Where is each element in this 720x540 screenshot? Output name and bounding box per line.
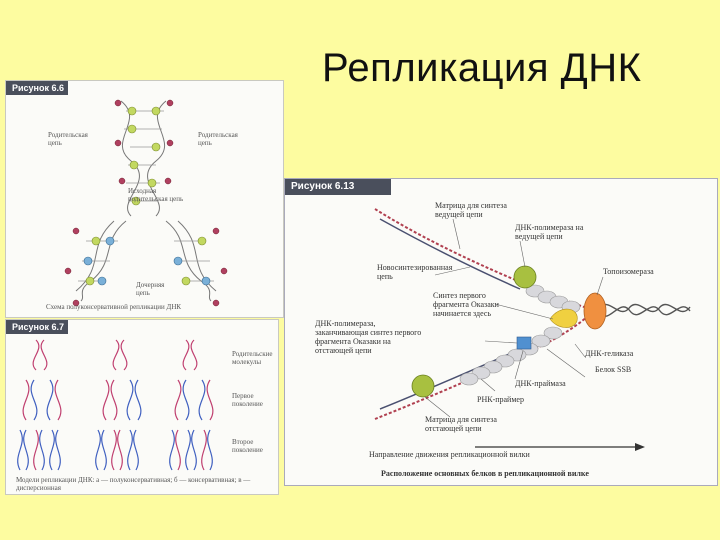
figure-replication-fork-proteins: Рисунок 6.13 bbox=[284, 178, 718, 486]
replication-fork-diagram bbox=[64, 99, 228, 307]
figure-header: Рисунок 6.7 bbox=[6, 320, 68, 334]
label-leading-template: Матрица для синтеза ведущей цепи bbox=[435, 201, 507, 219]
replication-fork-diagram bbox=[374, 208, 691, 451]
label-second-generation: Второе поколение bbox=[232, 438, 263, 454]
label-primase: ДНК-праймаза bbox=[515, 379, 566, 388]
label-new-strand: Новосинтезированная цепь bbox=[377, 263, 453, 281]
label-parent-strand-right: Родительская цепь bbox=[198, 131, 238, 147]
label-rna-primer: РНК-праймер bbox=[477, 395, 524, 404]
figure-caption: Модели репликации ДНК: а — полуконсерват… bbox=[16, 476, 251, 492]
label-first-generation: Первое поколение bbox=[232, 392, 263, 408]
figure-replication-models: Рисунок 6.7 Родительские молекулы Первое… bbox=[5, 319, 279, 495]
label-daughter-strand: Дочерняя цепь bbox=[136, 281, 165, 297]
label-helicase: ДНК-геликаза bbox=[585, 349, 634, 358]
label-okazaki-start: Синтез первого фрагмента Оказаки начинае… bbox=[433, 291, 499, 318]
figure-header: Рисунок 6.6 bbox=[6, 81, 68, 95]
label-original-parent-strand: Исходная родительская цепь bbox=[128, 187, 184, 203]
slide-title: Репликация ДНК bbox=[322, 46, 642, 90]
label-parent-strand-left: Родительская цепь bbox=[48, 131, 88, 147]
replication-models-diagram bbox=[17, 339, 214, 471]
figure-caption: Расположение основных белков в репликаци… bbox=[381, 469, 589, 478]
label-leading-polymerase: ДНК-полимераза на ведущей цепи bbox=[515, 223, 584, 241]
label-lagging-polymerase: ДНК-полимераза, заканчивающая синтез пер… bbox=[315, 319, 422, 355]
label-parent-molecules: Родительские молекулы bbox=[232, 350, 273, 366]
label-fork-direction: Направление движения репликационной вилк… bbox=[369, 450, 530, 459]
figure-replication-scheme: Рисунок 6.6 bbox=[5, 80, 284, 318]
label-lagging-template: Матрица для синтеза отстающей цепи bbox=[425, 415, 497, 433]
figure-caption: Схема полуконсервативной репликации ДНК bbox=[46, 303, 182, 311]
figure-header: Рисунок 6.13 bbox=[285, 179, 391, 195]
label-ssb-protein: Белок SSB bbox=[595, 365, 632, 374]
label-topoisomerase: Топоизомераза bbox=[603, 267, 654, 276]
